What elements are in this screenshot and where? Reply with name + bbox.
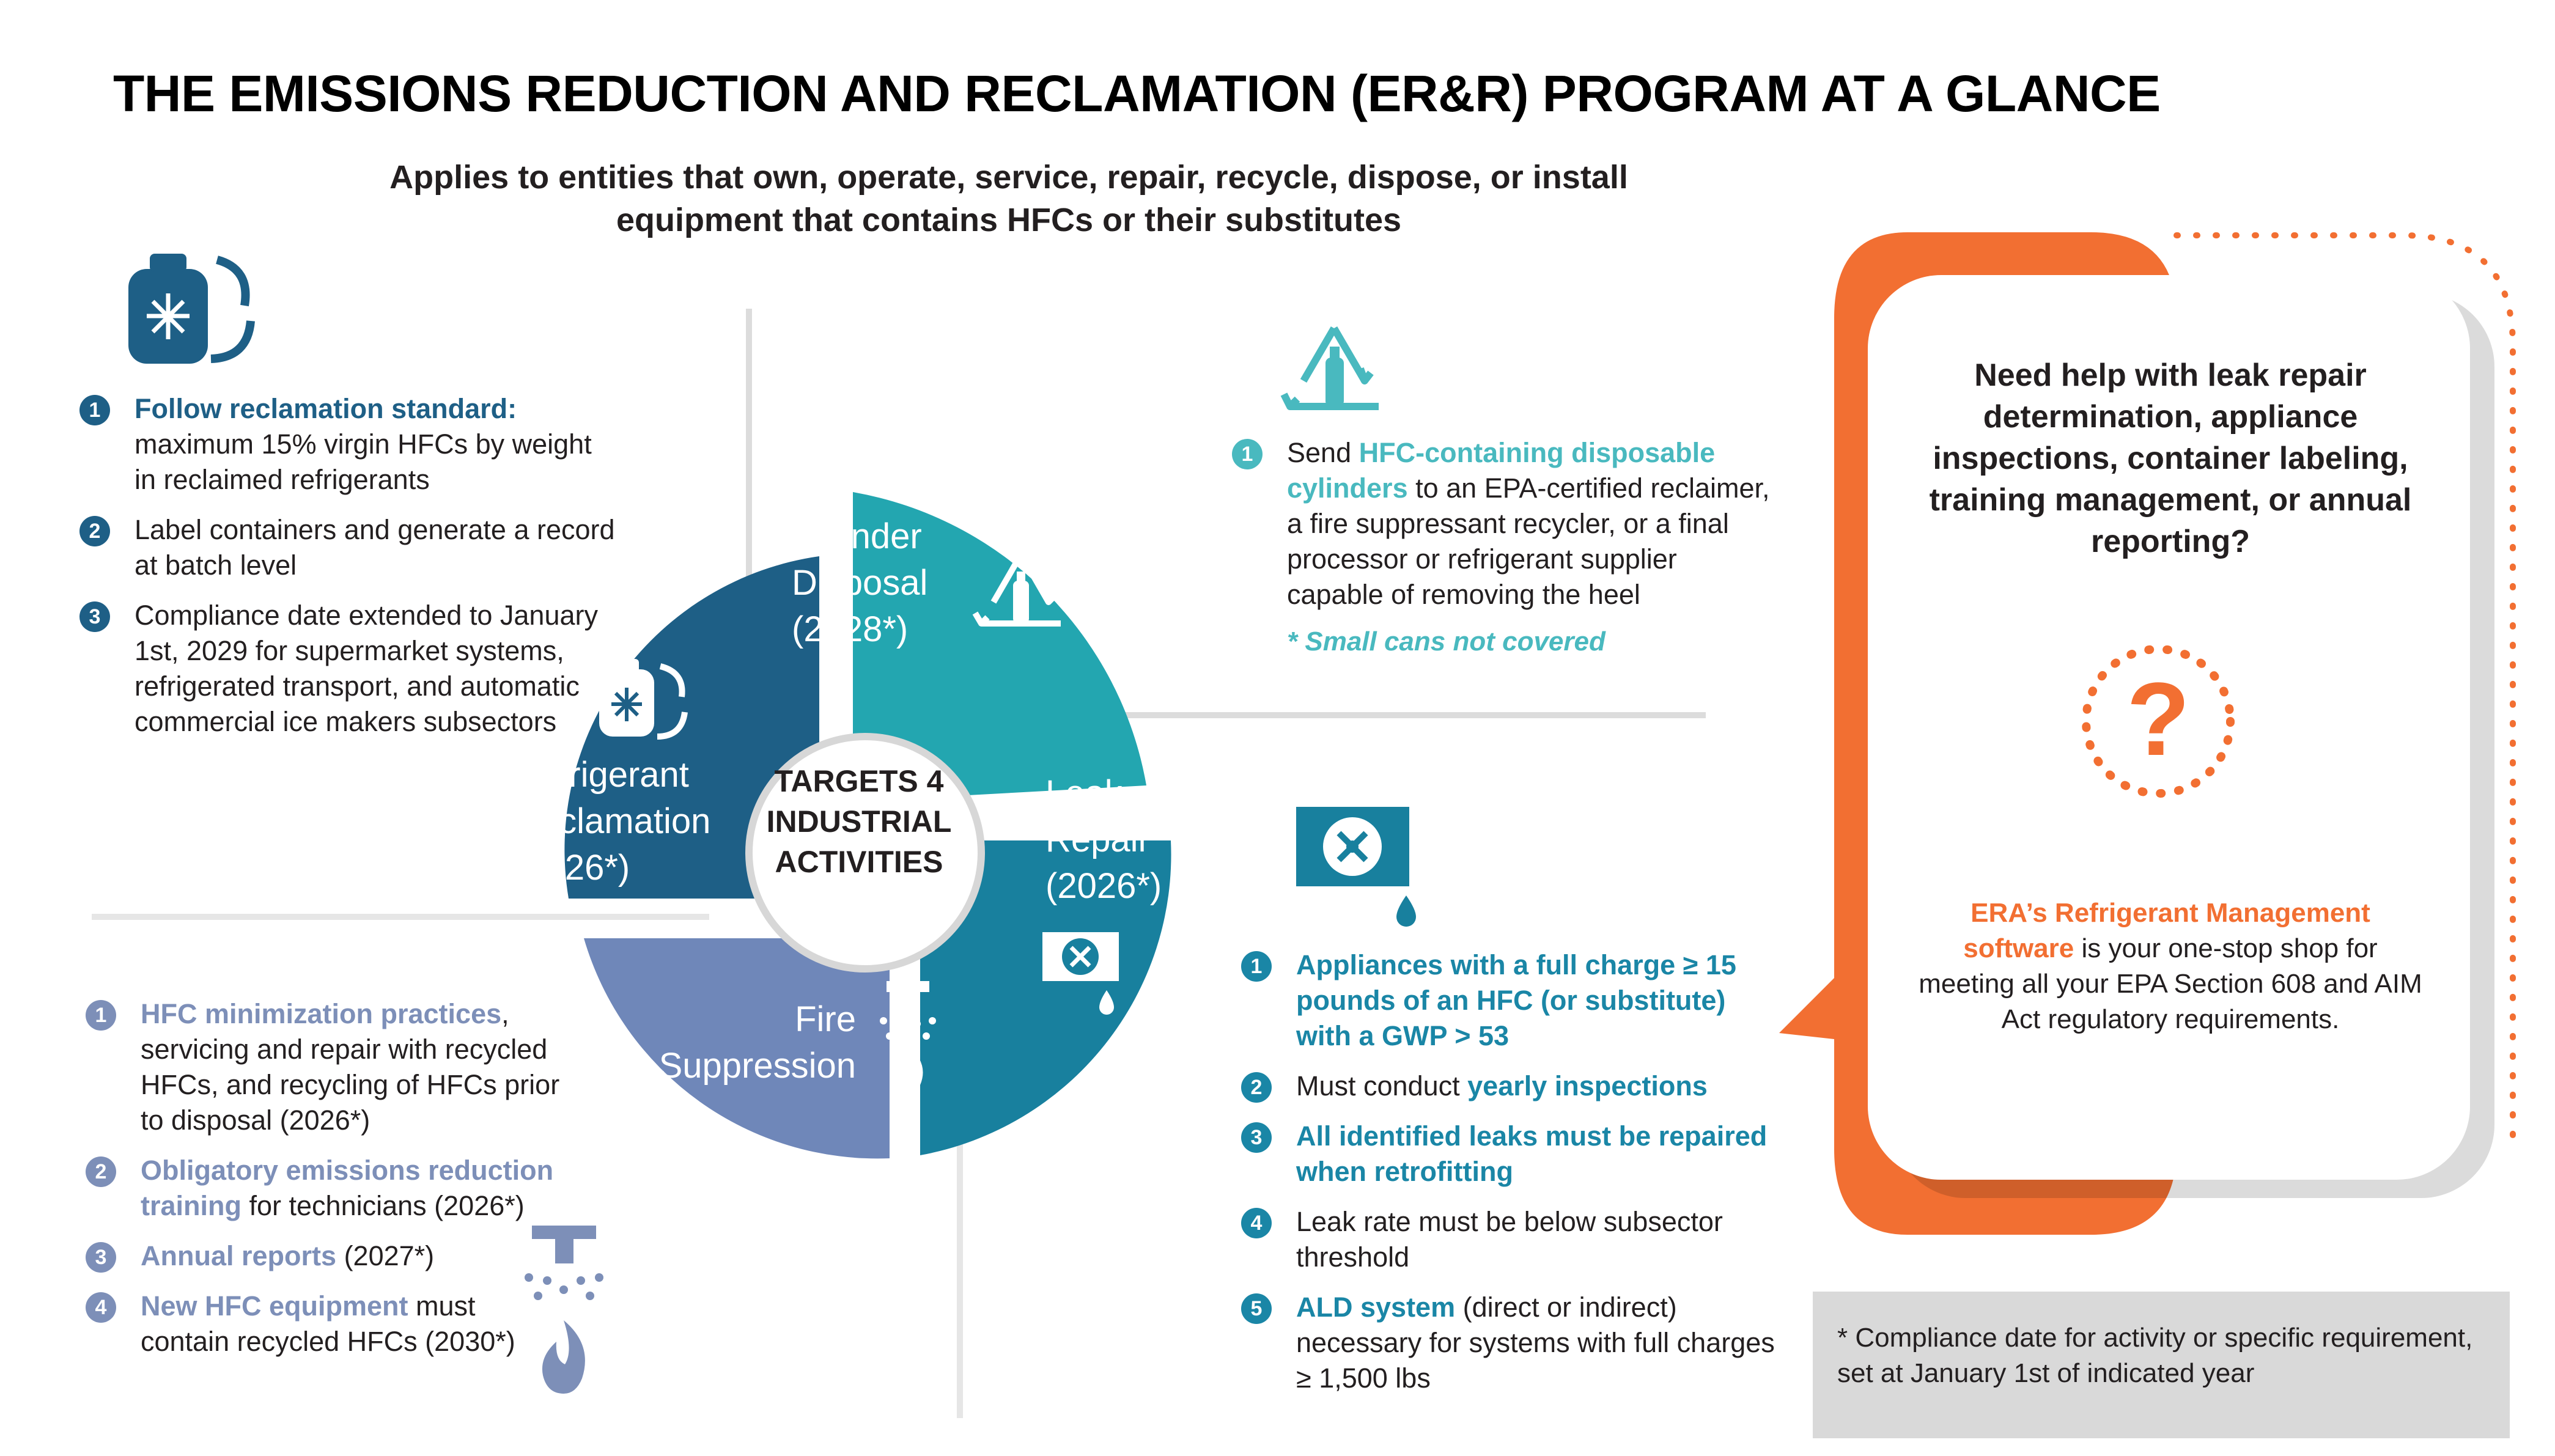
help-body-text: is your one-stop shop for meeting all yo… — [1919, 933, 2422, 1034]
item-text: (2027*) — [344, 1240, 435, 1271]
segment-label-cylinder: Cylinder Disposal (2028*) — [792, 513, 927, 653]
sprinkler-fire-icon — [525, 1226, 603, 1394]
list-item: 2 Label containers and generate a record… — [79, 512, 618, 583]
list-item: 3 Annual reports (2027*) — [86, 1238, 562, 1274]
item-highlight: HFC-containing disposable cylinders — [1287, 437, 1716, 504]
cylinder-recycle-icon — [972, 553, 1061, 627]
item-highlight: Appliances with a full charge ≥ 15 pound… — [1296, 949, 1736, 1051]
segment-label-line: (2026*) — [1045, 866, 1162, 906]
wheel-segment-leak — [920, 840, 1171, 1155]
item-highlight: HFC minimization practices — [141, 998, 502, 1029]
item-text: to an EPA-certified reclaimer, a fire su… — [1287, 472, 1770, 610]
segment-label-line: Leak — [1045, 773, 1123, 813]
number-badge: 1 — [1241, 951, 1272, 982]
list-item: 2 Must conduct yearly inspections — [1241, 1068, 1779, 1104]
segment-label-line: (2028*) — [792, 609, 909, 649]
item-text: must contain recycled HFCs (2030*) — [141, 1290, 515, 1357]
item-text: Leak rate must be below subsector thresh… — [1296, 1206, 1723, 1273]
help-box — [1868, 275, 2470, 1180]
segment-label-line: Cylinder — [792, 517, 922, 556]
footnote-box — [1813, 1292, 2510, 1438]
item-text: Label containers and generate a record a… — [135, 514, 615, 581]
page-subtitle: Applies to entities that own, operate, s… — [389, 159, 1628, 238]
number-badge: 3 — [86, 1242, 116, 1273]
number-badge: 2 — [79, 516, 110, 546]
wheel-segment-fire — [584, 929, 890, 1159]
cylinder-list: 1 Send HFC-containing disposable cylinde… — [1232, 435, 1770, 627]
wheel-segment-cylinder — [853, 492, 1146, 798]
wheel-center-text: TARGETS 4 INDUSTRIAL ACTIVITIES — [766, 764, 952, 879]
refrigerant-tank-recycle-icon — [128, 254, 255, 364]
segment-label-line: Reclamation — [514, 801, 711, 841]
segment-label-line: Fire — [795, 999, 856, 1039]
help-bubble-dotted-outline — [2173, 232, 2516, 1152]
reclamation-list: 1 Follow reclamation standard: maximum 1… — [79, 391, 618, 754]
item-highlight: yearly inspections — [1467, 1070, 1708, 1101]
cylinder-recycle-icon — [1280, 326, 1379, 410]
list-item: 1 Follow reclamation standard: maximum 1… — [79, 391, 618, 498]
list-item: 3 Compliance date extended to January 1s… — [79, 598, 618, 740]
segment-label-leak: Leak Repair (2026*) — [1045, 770, 1162, 910]
svg-text:?: ? — [2126, 661, 2190, 778]
segment-label-reclamation: Refrigerant Reclamation (2026*) — [514, 752, 710, 891]
item-text: for technicians (2026*) — [249, 1190, 525, 1221]
list-item: 3 All identified leaks must be repaired … — [1241, 1119, 1779, 1189]
question-mark-icon: ? — [2082, 645, 2235, 798]
item-highlight: New HFC equipment — [141, 1290, 408, 1322]
number-badge: 4 — [86, 1292, 116, 1323]
help-brand[interactable]: ERA’s Refrigerant Management software — [1963, 898, 2370, 963]
refrigerant-recycle-icon — [599, 659, 688, 740]
ac-unit-leak-icon — [1296, 807, 1416, 927]
list-item: 1 HFC minimization practices, servicing … — [86, 996, 562, 1138]
number-badge: 2 — [86, 1156, 116, 1187]
number-badge: 3 — [79, 601, 110, 632]
item-highlight: Follow reclamation standard: — [135, 393, 517, 424]
number-badge: 2 — [1241, 1072, 1272, 1103]
segment-label-line: Repair — [1045, 820, 1150, 859]
item-pre: Send — [1287, 437, 1352, 468]
item-text: maximum 15% virgin HFCs by weight in rec… — [135, 428, 592, 495]
number-badge: 1 — [79, 395, 110, 425]
number-badge: 5 — [1241, 1293, 1272, 1324]
number-badge: 1 — [86, 1000, 116, 1031]
segment-label-line: Disposal — [792, 563, 928, 603]
list-item: 5 ALD system (direct or indirect) necess… — [1241, 1290, 1779, 1396]
item-highlight: Annual reports — [141, 1240, 337, 1271]
item-highlight: Obligatory emissions reduction training — [141, 1155, 554, 1221]
segment-label-line: Refrigerant — [514, 755, 689, 795]
help-question: Need help with leak repair determination… — [1929, 358, 2412, 559]
leak-list: 1 Appliances with a full charge ≥ 15 pou… — [1241, 947, 1779, 1411]
item-pre: Must conduct — [1296, 1070, 1460, 1101]
item-highlight: All identified leaks must be repaired wh… — [1296, 1120, 1768, 1187]
footnote: * Compliance date for activity or specif… — [1837, 1323, 2473, 1388]
item-highlight: ALD system — [1296, 1292, 1456, 1323]
segment-label-line: Suppression — [658, 1046, 856, 1086]
activities-wheel — [564, 492, 1171, 1159]
help-body: ERA’s Refrigerant Management software is… — [1914, 895, 2427, 1037]
number-badge: 3 — [1241, 1122, 1272, 1153]
list-item: 1 Send HFC-containing disposable cylinde… — [1232, 435, 1770, 612]
segment-label-fire: Fire Suppression — [654, 996, 856, 1089]
number-badge: 4 — [1241, 1208, 1272, 1238]
item-text: Compliance date extended to January 1st,… — [135, 600, 598, 737]
list-item: 4 Leak rate must be below subsector thre… — [1241, 1204, 1779, 1275]
list-item: 4 New HFC equipment must contain recycle… — [86, 1289, 562, 1359]
fire-list: 1 HFC minimization practices, servicing … — [86, 996, 562, 1374]
item-text: , servicing and repair with recycled HFC… — [141, 998, 560, 1136]
segment-label-line: (2026*) — [514, 848, 630, 888]
wheel-center — [745, 733, 985, 973]
number-badge: 1 — [1232, 439, 1263, 469]
page-title: THE EMISSIONS REDUCTION AND RECLAMATION … — [113, 65, 2161, 122]
cylinder-note: * Small cans not covered — [1287, 627, 1606, 656]
item-text: (direct or indirect) necessary for syste… — [1296, 1292, 1775, 1394]
sprinkler-fire-icon — [880, 981, 936, 1091]
list-item: 2 Obligatory emissions reduction trainin… — [86, 1153, 562, 1224]
ac-unit-leak-icon — [1042, 932, 1119, 1015]
list-item: 1 Appliances with a full charge ≥ 15 pou… — [1241, 947, 1779, 1054]
